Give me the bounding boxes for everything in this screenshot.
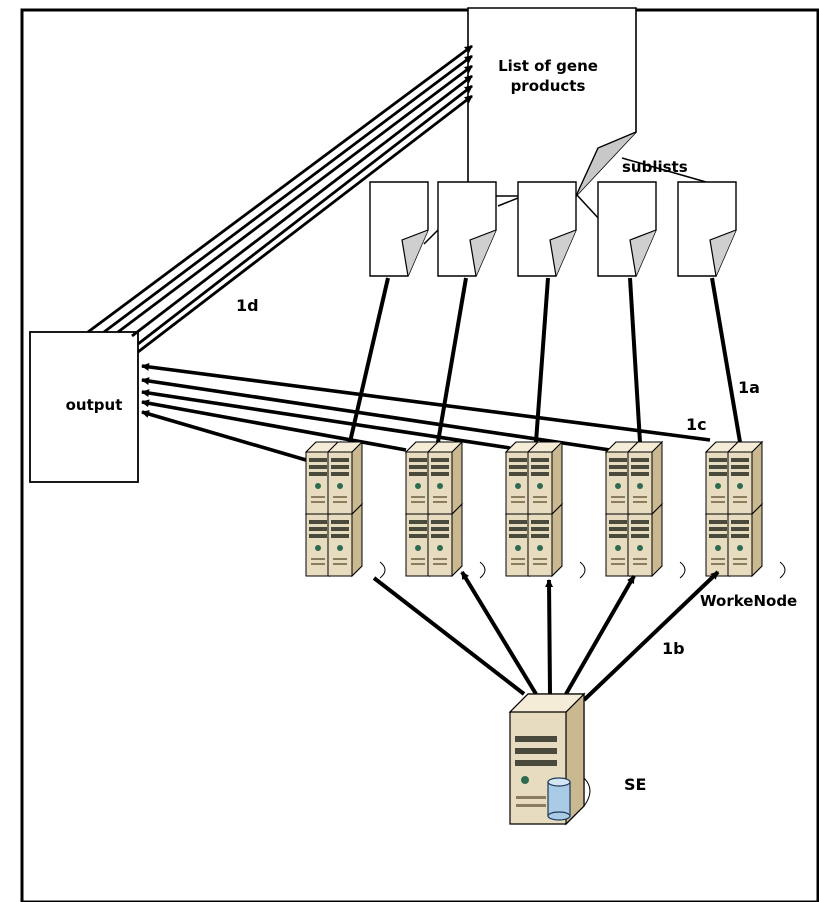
output-box: output: [29, 331, 139, 483]
storage-element-label: SE: [624, 775, 646, 794]
storage-element-server: [508, 692, 591, 826]
edges-1d: [87, 44, 473, 354]
gene-list-label-line1: List of gene: [498, 57, 598, 75]
edge-label-1b: 1b: [662, 639, 685, 658]
edge-label-1d: 1d: [236, 296, 259, 315]
sublist-document: [437, 181, 497, 277]
edge-label-1c: 1c: [686, 415, 707, 434]
worker-node: [706, 442, 785, 578]
outer-frame: [20, 8, 819, 902]
edge-label-1a: 1a: [738, 378, 760, 397]
worker-node: [406, 442, 485, 578]
gene-list-document: List of gene products: [467, 7, 637, 197]
sublist-document: [369, 181, 429, 277]
worker-node: [506, 442, 585, 578]
sublist-document: [597, 181, 657, 277]
sublists-label: sublists: [622, 158, 688, 176]
sublist-document: [677, 181, 737, 277]
sublist-document: [517, 181, 577, 277]
output-label: output: [66, 396, 123, 414]
database-icon: [547, 777, 571, 821]
worker-node: [306, 442, 385, 578]
edges-1a: [348, 277, 742, 443]
edges-1c: [141, 362, 711, 462]
worker-node-label: WorkeNode: [700, 592, 797, 610]
edges-1b: [372, 570, 720, 702]
gene-list-label-line2: products: [511, 77, 586, 95]
worker-node: [606, 442, 685, 578]
